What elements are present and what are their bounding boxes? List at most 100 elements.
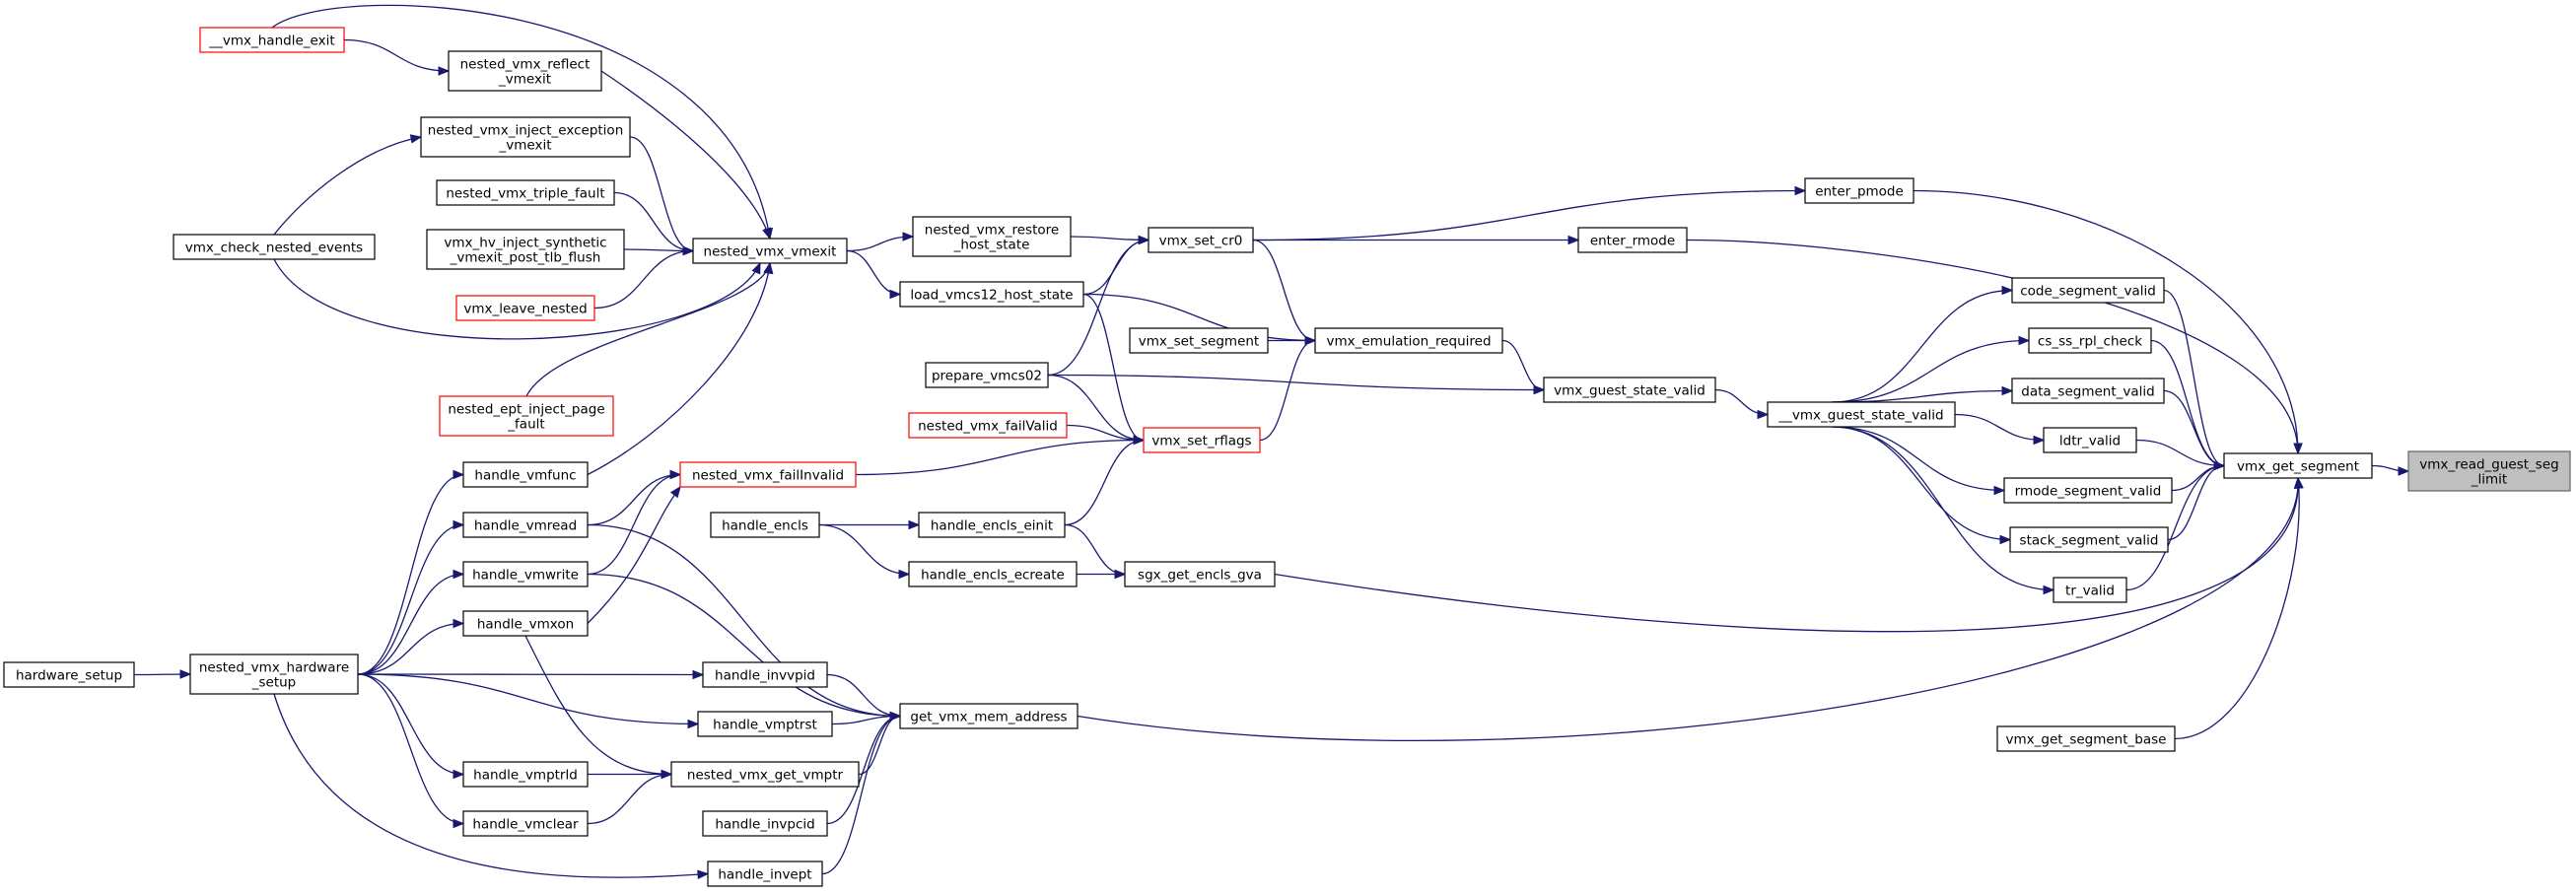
arrowhead bbox=[1999, 534, 2012, 545]
node-handle-vmptrst[interactable]: handle_vmptrst bbox=[697, 711, 833, 737]
node-box bbox=[692, 238, 848, 264]
node-box bbox=[918, 512, 1066, 538]
node-vmx-leave-nested[interactable]: vmx_leave_nested bbox=[455, 295, 595, 321]
edge-line bbox=[2167, 464, 2225, 541]
arrowhead bbox=[179, 669, 192, 679]
node-label: nested_ept_inject_page bbox=[448, 402, 604, 418]
node-nested-vmx-hardware-setup[interactable]: nested_vmx_hardware_setup bbox=[189, 654, 359, 695]
arrowhead bbox=[692, 669, 705, 680]
edge-line bbox=[1252, 239, 1316, 342]
node-nested-vmx-failvalid[interactable]: nested_vmx_failValid bbox=[908, 412, 1068, 439]
arrowhead bbox=[902, 232, 915, 241]
node-handle-vmread[interactable]: handle_vmread bbox=[462, 512, 589, 538]
node-handle-vmwrite[interactable]: handle_vmwrite bbox=[462, 561, 589, 587]
node-stack-segment-valid[interactable]: stack_segment_valid bbox=[2009, 526, 2169, 553]
node-box bbox=[925, 362, 1049, 388]
node-label: code_segment_valid bbox=[2020, 284, 2156, 300]
node-get-vmx-mem-address[interactable]: get_vmx_mem_address bbox=[899, 703, 1079, 729]
node-nested-vmx-reflect-vmexit[interactable]: nested_vmx_reflect_vmexit bbox=[448, 50, 602, 92]
node-label: handle_vmwrite bbox=[472, 568, 579, 584]
node-prepare-vmcs02[interactable]: prepare_vmcs02 bbox=[925, 362, 1049, 388]
edge-line bbox=[587, 573, 901, 718]
node-tr-valid[interactable]: tr_valid bbox=[2053, 577, 2127, 603]
node-code-segment-valid[interactable]: code_segment_valid bbox=[2011, 277, 2165, 304]
node-box bbox=[679, 461, 857, 488]
edge-handle-vmwrite-to-get-vmx-mem-address bbox=[587, 573, 902, 722]
edge-handle-vmfunc-to-nested-vmx-vmexit bbox=[587, 261, 774, 476]
node-data-segment-valid[interactable]: data_segment_valid bbox=[2011, 378, 2165, 404]
node-label: _vmexit_post_tlb_flush bbox=[450, 250, 601, 266]
edge-vmx-check-nested-events-to-nested-vmx-vmexit bbox=[273, 258, 761, 340]
node-cs-ss-rpl-check[interactable]: cs_ss_rpl_check bbox=[2028, 327, 2152, 354]
node-vmx-check-nested-events[interactable]: vmx_check_nested_events bbox=[173, 234, 376, 260]
node-label: enter_pmode bbox=[1815, 184, 1904, 200]
node-label: __vmx_guest_state_valid bbox=[1777, 408, 1943, 424]
edge-line bbox=[587, 523, 901, 718]
node-handle-invpcid[interactable]: handle_invpcid bbox=[702, 810, 828, 837]
node-enter-pmode[interactable]: enter_pmode bbox=[1804, 177, 1915, 204]
arrowhead bbox=[751, 261, 761, 275]
edge-hardware-setup-to-nested-vmx-hardware-setup bbox=[133, 669, 192, 679]
node-handle-invvpid[interactable]: handle_invvpid bbox=[702, 661, 828, 688]
node-nested-vmx-triple-fault[interactable]: nested_vmx_triple_fault bbox=[436, 179, 615, 206]
node-nested-vmx-vmexit[interactable]: nested_vmx_vmexit bbox=[692, 238, 848, 264]
arrowhead bbox=[669, 469, 682, 480]
edge-vmx-set-cr0-to-enter-pmode bbox=[1252, 185, 1807, 241]
edge-line bbox=[1831, 339, 2030, 403]
arrowhead bbox=[453, 519, 465, 530]
node-sgx-get-encls-gva[interactable]: sgx_get_encls_gva bbox=[1124, 561, 1276, 587]
node-label: handle_encls bbox=[722, 518, 808, 534]
node-box bbox=[462, 461, 589, 488]
edge-line bbox=[1064, 439, 1145, 526]
edge-line bbox=[593, 249, 694, 310]
node-handle-encls-ecreate[interactable]: handle_encls_ecreate bbox=[908, 561, 1078, 587]
node-handle-vmptrld[interactable]: handle_vmptrld bbox=[462, 761, 589, 788]
node-handle-invept[interactable]: handle_invept bbox=[707, 861, 823, 887]
node-label: handle_vmfunc bbox=[474, 468, 576, 484]
node-label: vmx_hv_inject_synthetic bbox=[444, 236, 606, 251]
edge-line bbox=[1831, 289, 2013, 403]
edge-line bbox=[587, 473, 681, 576]
edge-line bbox=[1077, 477, 2299, 742]
node-box bbox=[420, 116, 631, 158]
node-label: ldtr_valid bbox=[2059, 434, 2121, 449]
node-vmx-handle-exit[interactable]: __vmx_handle_exit bbox=[199, 27, 345, 53]
node-box bbox=[439, 395, 614, 437]
node-vmx-set-rflags[interactable]: vmx_set_rflags bbox=[1143, 427, 1261, 453]
node-nested-ept-inject-page-fault[interactable]: nested_ept_inject_page_fault bbox=[439, 395, 614, 437]
node-handle-encls-einit[interactable]: handle_encls_einit bbox=[918, 512, 1066, 538]
node-nested-vmx-get-vmptr[interactable]: nested_vmx_get_vmptr bbox=[670, 761, 860, 788]
node-load-vmcs12-host-state[interactable]: load_vmcs12_host_state bbox=[899, 281, 1084, 308]
node-hardware-setup[interactable]: hardware_setup bbox=[3, 661, 135, 688]
node-box bbox=[697, 711, 833, 737]
edge-prepare-vmcs02-to-vmx-guest-state-valid bbox=[1047, 374, 1546, 395]
node-label: rmode_segment_valid bbox=[2015, 484, 2162, 500]
node-vmx-hv-inject-synthetic[interactable]: vmx_hv_inject_synthetic_vmexit_post_tlb_… bbox=[426, 229, 625, 270]
node-box bbox=[710, 512, 820, 538]
node-vmx-guest-state-valid[interactable]: __vmx_guest_state_valid bbox=[1767, 401, 1956, 428]
node-handle-encls[interactable]: handle_encls bbox=[710, 512, 820, 538]
edge-line bbox=[1831, 426, 2011, 541]
edge-line bbox=[1047, 239, 1149, 377]
edge-line bbox=[1252, 189, 1806, 241]
arrowhead bbox=[661, 769, 673, 780]
node-nested-vmx-restore-host-state[interactable]: nested_vmx_restore_host_state bbox=[912, 216, 1072, 257]
node-handle-vmclear[interactable]: handle_vmclear bbox=[462, 810, 589, 837]
node-nested-vmx-failinvalid[interactable]: nested_vmx_failInvalid bbox=[679, 461, 857, 488]
node-handle-vmxon[interactable]: handle_vmxon bbox=[462, 610, 589, 637]
node-label: stack_segment_valid bbox=[2020, 533, 2159, 549]
node-vmx-get-segment-base[interactable]: vmx_get_segment_base bbox=[1996, 725, 2176, 752]
node-vmx-emulation-required[interactable]: vmx_emulation_required bbox=[1314, 327, 1503, 354]
node-nested-vmx-inject-exception-vmexit[interactable]: nested_vmx_inject_exception_vmexit bbox=[420, 116, 631, 158]
node-vmx-guest-state-valid[interactable]: vmx_guest_state_valid bbox=[1543, 377, 1716, 403]
node-vmx-get-segment[interactable]: vmx_get_segment bbox=[2223, 452, 2373, 479]
node-vmx-set-segment[interactable]: vmx_set_segment bbox=[1129, 327, 1269, 354]
node-box bbox=[1804, 177, 1915, 204]
node-rmode-segment-valid[interactable]: rmode_segment_valid bbox=[2003, 477, 2173, 504]
node-enter-rmode[interactable]: enter_rmode bbox=[1577, 227, 1688, 253]
node-handle-vmfunc[interactable]: handle_vmfunc bbox=[462, 461, 589, 488]
node-vmx-set-cr0[interactable]: vmx_set_cr0 bbox=[1148, 227, 1254, 253]
node-ldtr-valid[interactable]: ldtr_valid bbox=[2043, 427, 2137, 453]
node-label: data_segment_valid bbox=[2021, 384, 2154, 400]
edge-nested-vmx-hardware-setup-to-handle-vmwrite bbox=[357, 569, 465, 675]
